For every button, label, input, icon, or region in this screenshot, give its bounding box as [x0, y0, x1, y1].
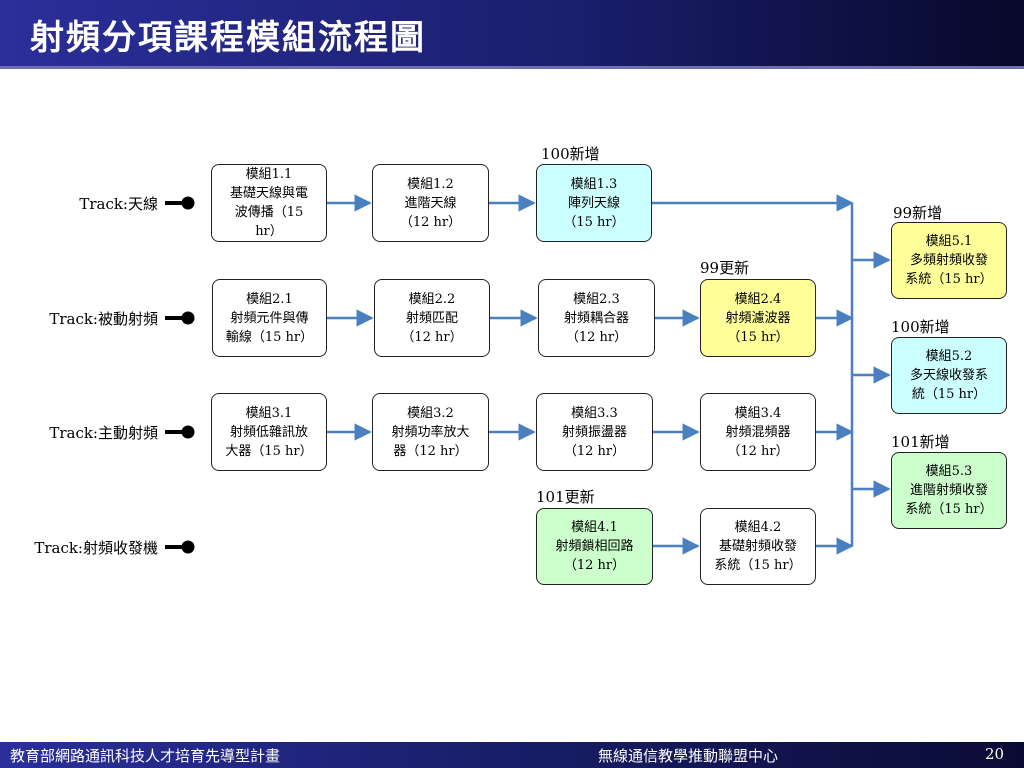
header-divider	[0, 66, 1024, 69]
track-label-passive-rf: Track:被動射頻	[49, 310, 158, 328]
module-5-1: 模組5.1 多頻射頻收發 系統（15 hr）	[891, 222, 1007, 299]
module-5-3: 模組5.3 進階射頻收發 系統（15 hr）	[891, 452, 1007, 529]
module-3-4: 模組3.4 射頻混頻器 （12 hr）	[700, 393, 816, 471]
note-module-4-1: 101更新	[536, 488, 595, 506]
module-1-1: 模組1.1 基礎天線與電 波傳播（15 hr）	[211, 164, 327, 242]
track-pin-1	[181, 196, 195, 210]
track-label-active-rf: Track:主動射頻	[49, 424, 158, 442]
track-pin-4	[181, 540, 195, 554]
module-3-2: 模組3.2 射頻功率放大 器（12 hr）	[372, 393, 489, 471]
slide-header: 射頻分項課程模組流程圖	[0, 0, 1024, 68]
module-4-1: 模組4.1 射頻鎖相回路 （12 hr）	[536, 508, 653, 585]
module-4-2: 模組4.2 基礎射頻收發 系統（15 hr）	[700, 508, 816, 585]
module-2-1: 模組2.1 射頻元件與傳 輸線（15 hr）	[212, 279, 327, 357]
module-5-2: 模組5.2 多天線收發系 統（15 hr）	[891, 337, 1007, 414]
track-label-antenna: Track:天線	[79, 195, 158, 213]
note-module-2-4: 99更新	[700, 259, 750, 277]
page-number: 20	[985, 745, 1005, 763]
note-module-5-2: 100新增	[891, 318, 950, 336]
note-module-1-3: 100新增	[541, 145, 600, 163]
module-3-3: 模組3.3 射頻振盪器 （12 hr）	[536, 393, 653, 471]
track-pin-3	[181, 425, 195, 439]
module-3-1: 模組3.1 射頻低雜訊放 大器（15 hr）	[211, 393, 327, 471]
module-1-3: 模組1.3 陣列天線 （15 hr）	[536, 164, 652, 242]
footer-center-name: 無線通信教學推動聯盟中心	[598, 747, 779, 765]
slide-title: 射頻分項課程模組流程圖	[30, 18, 426, 58]
note-module-5-1: 99新增	[893, 204, 943, 222]
track-pin-2	[181, 311, 195, 325]
track-label-rf-transceiver: Track:射頻收發機	[34, 539, 158, 557]
note-module-5-3: 101新增	[891, 433, 950, 451]
footer-program-name: 教育部網路通訊科技人才培育先導型計畫	[10, 747, 281, 765]
module-2-4: 模組2.4 射頻濾波器 （15 hr）	[700, 279, 816, 357]
module-2-3: 模組2.3 射頻耦合器 （12 hr）	[538, 279, 655, 357]
module-1-2: 模組1.2 進階天線 （12 hr）	[372, 164, 489, 242]
module-2-2: 模組2.2 射頻匹配 （12 hr）	[374, 279, 490, 357]
slide-footer: 教育部網路通訊科技人才培育先導型計畫 無線通信教學推動聯盟中心 20	[0, 742, 1024, 768]
